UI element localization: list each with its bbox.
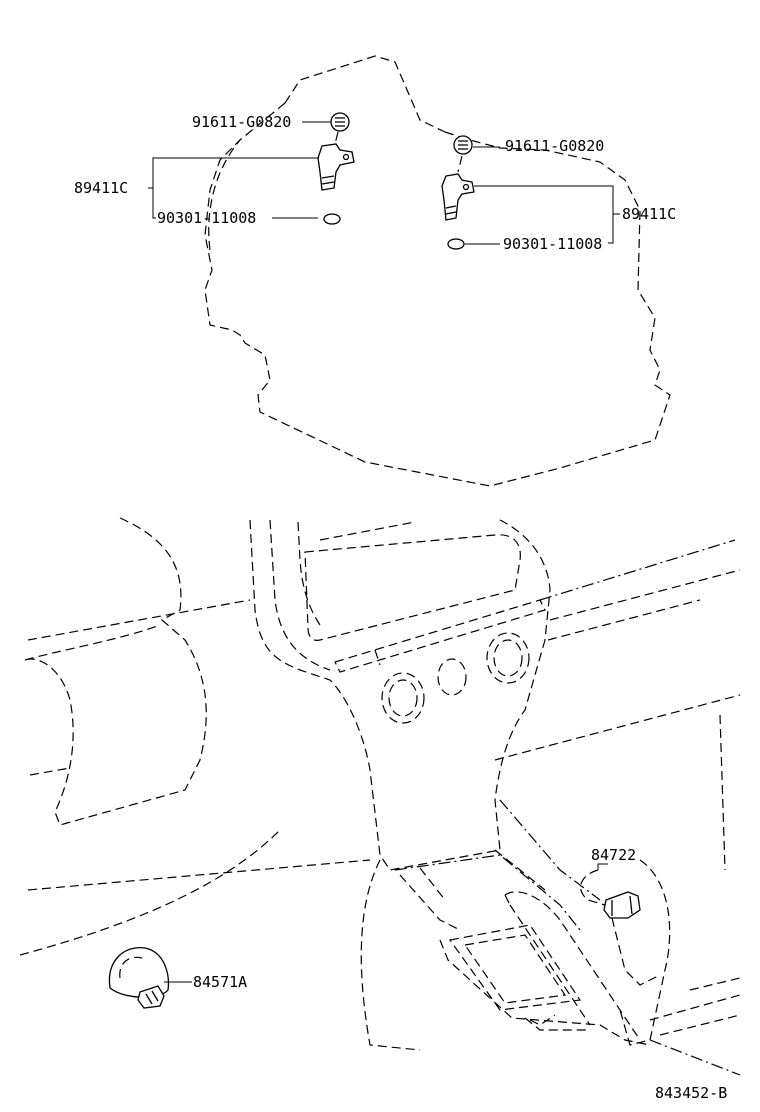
sensor-right-label: 89411C [622,205,676,223]
shift-switch-label: 84722 [591,846,636,864]
misc-switch-icon [108,947,170,1009]
bolt-left-icon [330,112,350,132]
knob-left-icon [381,672,425,724]
oring-right-icon [447,238,465,250]
misc-switch-group: 84571A [108,947,247,1009]
sensor-right-icon [441,173,475,221]
bolt-left-label: 91611-G0820 [192,113,291,131]
oring-right-label: 90301-11008 [503,235,602,253]
bolt-right-icon [453,135,473,155]
right-sensor-group: 91611-G0820 89411C 90301-11008 [441,135,676,253]
sensor-left-label: 89411C [74,179,128,197]
knob-middle-icon [437,658,467,696]
bolt-right-label: 91611-G0820 [505,137,604,155]
oring-left-label: 90301-11008 [157,209,256,227]
dashboard-outline [19,517,741,1076]
shift-switch-group: 84722 [580,846,641,919]
transmission-housing-outline [204,55,671,487]
oring-left-icon [323,213,341,225]
knob-right-icon [486,632,530,684]
misc-switch-label: 84571A [193,973,247,991]
sensor-left-icon [317,143,355,191]
left-sensor-group: 91611-G0820 89411C 90301-11008 [74,112,355,227]
diagram-code: 843452-B [655,1084,727,1102]
shift-switch-icon [603,891,641,919]
